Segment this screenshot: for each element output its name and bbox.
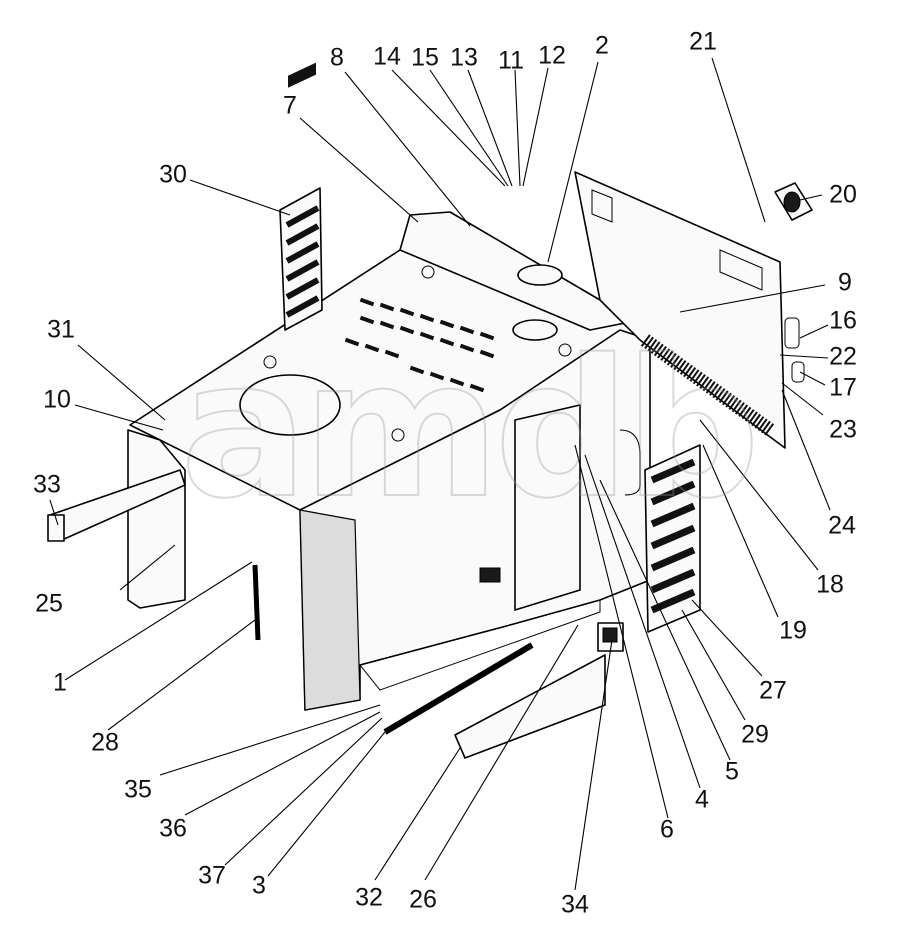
callout-33: 33 bbox=[33, 470, 61, 499]
step-plate bbox=[454, 622, 624, 759]
callout-31: 31 bbox=[47, 315, 75, 344]
mirror-bracket bbox=[774, 182, 813, 221]
callout-20: 20 bbox=[829, 180, 857, 209]
gas-strut bbox=[252, 564, 261, 641]
callout-13: 13 bbox=[450, 43, 478, 72]
callout-8: 8 bbox=[330, 43, 344, 72]
callout-25: 25 bbox=[35, 589, 63, 618]
callout-29: 29 bbox=[741, 720, 769, 749]
callout-4: 4 bbox=[695, 785, 709, 814]
callout-14: 14 bbox=[373, 42, 401, 71]
callout-22: 22 bbox=[829, 342, 857, 371]
callout-5: 5 bbox=[725, 757, 739, 786]
callout-19: 19 bbox=[779, 616, 807, 645]
callout-34: 34 bbox=[561, 890, 589, 919]
callout-2: 2 bbox=[595, 31, 609, 60]
callout-7: 7 bbox=[283, 91, 297, 120]
callout-37: 37 bbox=[198, 861, 226, 890]
callout-24: 24 bbox=[828, 511, 856, 540]
callout-6: 6 bbox=[660, 815, 674, 844]
latch-parts bbox=[784, 317, 805, 383]
callout-26: 26 bbox=[409, 885, 437, 914]
callout-23: 23 bbox=[829, 415, 857, 444]
callout-1: 1 bbox=[53, 668, 67, 697]
vent-grille-left-slats bbox=[285, 205, 320, 318]
cab-body bbox=[127, 211, 651, 711]
rear-panel bbox=[574, 171, 786, 449]
callout-12: 12 bbox=[538, 41, 566, 70]
callout-11: 11 bbox=[498, 46, 524, 75]
callout-15: 15 bbox=[411, 43, 439, 72]
callout-27: 27 bbox=[759, 676, 787, 705]
callout-3: 3 bbox=[252, 871, 266, 900]
leader-lines bbox=[49, 57, 831, 891]
callout-9: 9 bbox=[838, 268, 852, 297]
callout-21: 21 bbox=[689, 27, 717, 56]
callout-35: 35 bbox=[124, 775, 152, 804]
callout-30: 30 bbox=[159, 160, 187, 189]
callout-36: 36 bbox=[159, 814, 187, 843]
side-rail bbox=[47, 469, 186, 542]
callout-32: 32 bbox=[355, 883, 383, 912]
callout-16: 16 bbox=[829, 306, 857, 335]
sill-strip bbox=[383, 642, 534, 735]
callout-10: 10 bbox=[43, 385, 71, 414]
vent-grille-right bbox=[644, 444, 701, 633]
callout-18: 18 bbox=[816, 570, 844, 599]
callout-17: 17 bbox=[829, 373, 857, 402]
callout-28: 28 bbox=[91, 728, 119, 757]
